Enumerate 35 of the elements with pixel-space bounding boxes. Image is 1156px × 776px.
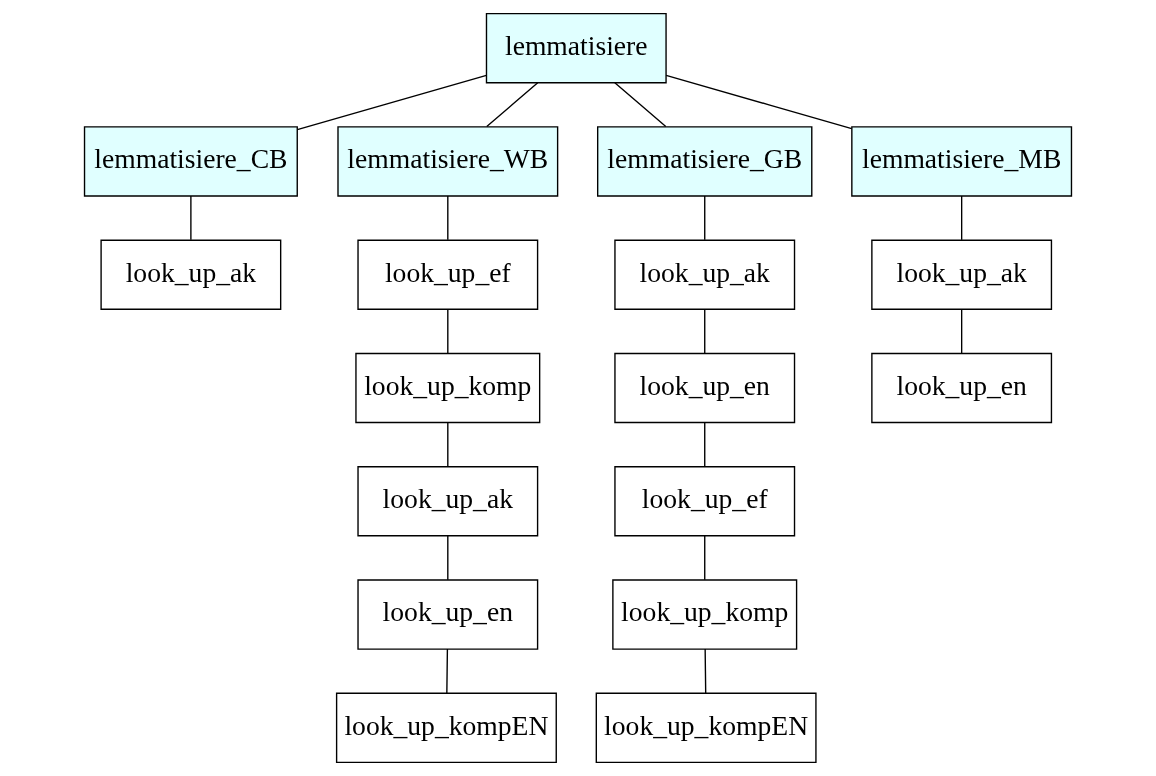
- connector: [447, 308, 449, 354]
- connector: [704, 421, 706, 468]
- node-box: lemmatisiere_WB: [337, 126, 559, 197]
- connector: [960, 195, 963, 241]
- connector: [190, 195, 192, 241]
- connector: [447, 535, 449, 581]
- node-box: look_up_ak: [871, 239, 1053, 310]
- connector: [614, 82, 667, 128]
- connector: [296, 74, 488, 131]
- node-box: look_up_en: [614, 352, 796, 424]
- node-box: lemmatisiere_CB: [83, 126, 298, 197]
- connector: [704, 535, 706, 581]
- node-box: look_up_kompEN: [595, 692, 817, 764]
- connector: [446, 648, 449, 694]
- node-box: look_up_en: [357, 579, 539, 650]
- connector: [447, 421, 449, 468]
- connector: [665, 74, 853, 130]
- node-box: look_up_en: [871, 352, 1053, 424]
- node-box: look_up_ak: [614, 239, 796, 310]
- connector: [960, 308, 963, 354]
- node-box: look_up_komp: [612, 579, 798, 650]
- node-box: look_up_ef: [357, 239, 539, 310]
- node-box: look_up_kompEN: [335, 692, 557, 764]
- node-box: look_up_ef: [614, 466, 796, 537]
- node-box: lemmatisiere: [485, 12, 667, 84]
- node-box: look_up_ak: [100, 239, 282, 310]
- connector: [704, 648, 707, 694]
- connector: [447, 195, 449, 241]
- connector: [704, 308, 706, 354]
- connector: [486, 82, 539, 128]
- node-box: lemmatisiere_GB: [597, 126, 813, 197]
- node-box: look_up_komp: [355, 352, 541, 424]
- node-box: look_up_ak: [357, 466, 539, 537]
- connector: [704, 195, 706, 241]
- node-box: lemmatisiere_MB: [851, 126, 1073, 197]
